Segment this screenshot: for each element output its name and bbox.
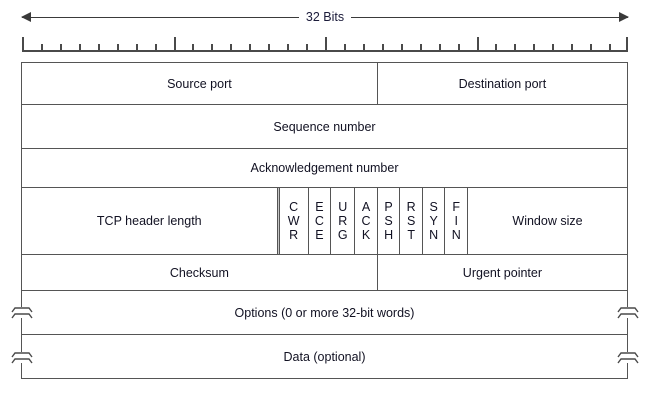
cell-tcp-header-length: TCP header length [21,187,278,255]
ruler-tick-minor [438,44,441,52]
ruler-tick-minor [249,44,252,52]
cell-destination-port: Destination port [376,62,629,105]
table-row-options: Options (0 or more 32-bit words) [21,290,628,335]
flag-letter: S [384,214,393,228]
ruler-tick-minor [306,44,309,52]
cell-urgent-pointer: Urgent pointer [376,254,629,291]
ruler-tick-minor [571,44,574,52]
ruler-tick-minor [40,44,43,52]
ruler-tick-minor [59,44,62,52]
flag-letter: A [361,200,371,214]
flag-letter: K [361,228,371,242]
flag-letter: C [361,214,371,228]
ruler-tick-minor [287,44,290,52]
cell-acknowledgement-number: Acknowledgement number [21,148,628,188]
ruler-tick-minor [343,44,346,52]
flag-letter: T [407,228,415,242]
ruler-tick-major [476,37,479,52]
flag-letter: R [289,228,299,242]
ruler-tick-minor [552,44,555,52]
ruler-tick-minor [135,44,138,52]
ruler-tick-minor [154,44,157,52]
flag-letter: W [287,214,300,228]
flag-letter: E [315,200,324,214]
flag-letter: C [289,200,299,214]
flag-letter: N [429,228,439,242]
scale-label: 32 Bits [298,10,352,24]
flag-letter: E [315,228,324,242]
ruler-tick-major [626,37,628,52]
flag-letter: F [452,200,461,214]
ruler-tick-minor [211,44,214,52]
ruler-tick-minor [268,44,271,52]
ruler-tick-minor [78,44,81,52]
table-row-acknowledgement: Acknowledgement number [21,148,628,188]
flag-letter: R [406,200,416,214]
flag-letter: U [338,200,348,214]
flag-letter: I [454,214,458,228]
ruler-tick-minor [400,44,403,52]
ruler-tick-minor [419,44,422,52]
ruler-tick-minor [495,44,498,52]
ruler-tick-minor [514,44,517,52]
arrow-left-icon [21,12,31,22]
flag-letter: S [429,200,438,214]
flag-letter: Y [429,214,438,228]
flag-letter: H [384,228,394,242]
flag-letter: S [406,214,416,228]
bit-width-scale: 32 Bits [21,8,629,28]
cell-data: Data (optional) [21,334,628,379]
ruler-tick-minor [116,44,119,52]
scale-label-wrap: 32 Bits [22,8,628,27]
tcp-header-table: Source port Destination port Sequence nu… [21,62,629,379]
arrow-right-icon [619,12,629,22]
flag-letter: G [337,228,348,242]
ruler-tick-minor [381,44,384,52]
flag-letter: P [384,200,393,214]
flag-letter: R [338,214,348,228]
cell-window-size: Window size [467,187,628,255]
table-row-data: Data (optional) [21,334,628,379]
flag-letter: N [451,228,461,242]
ruler-tick-minor [230,44,233,52]
cell-checksum: Checksum [21,254,378,291]
ruler-tick-major [22,37,24,52]
ruler-tick-major [325,37,327,52]
ruler-tick-minor [97,44,100,52]
cell-options: Options (0 or more 32-bit words) [21,290,628,335]
ruler-tick-minor [590,44,593,52]
table-row-ports: Source port Destination port [21,62,629,105]
cell-source-port: Source port [21,62,378,105]
flag-letter: C [314,214,324,228]
ruler-tick-minor [533,44,536,52]
ruler-tick-minor [609,44,612,52]
ruler-tick-minor [362,44,365,52]
ruler-tick-minor [457,44,460,52]
table-row-sequence: Sequence number [21,104,628,149]
bit-ruler [22,36,628,52]
table-row-checksum: Checksum Urgent pointer [21,254,629,291]
ruler-tick-major [173,37,176,52]
ruler-tick-minor [192,44,195,52]
cell-sequence-number: Sequence number [21,104,628,149]
